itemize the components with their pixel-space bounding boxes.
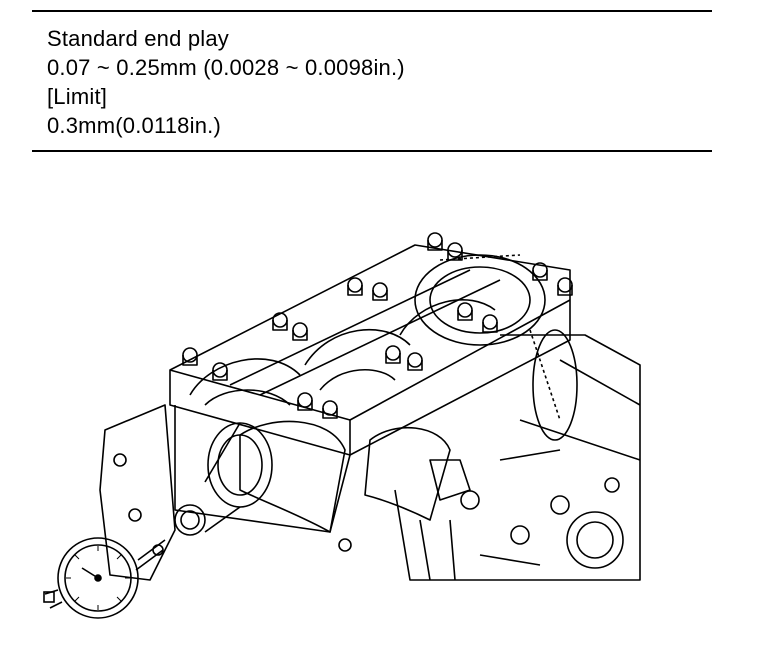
standard-end-play-value: 0.07 ~ 0.25mm (0.0028 ~ 0.0098in.) — [47, 55, 405, 80]
top-rule — [32, 10, 712, 12]
spec-box: Standard end play 0.07 ~ 0.25mm (0.0028 … — [32, 10, 712, 152]
limit-label: [Limit] — [47, 84, 108, 109]
engine-block-drawing — [99, 232, 641, 581]
bottom-rule — [32, 150, 712, 152]
limit-value: 0.3mm(0.0118in.) — [47, 113, 221, 138]
dial-gauge-icon — [43, 537, 166, 619]
standard-end-play-label: Standard end play — [47, 26, 229, 51]
engine-illustration — [0, 160, 768, 640]
